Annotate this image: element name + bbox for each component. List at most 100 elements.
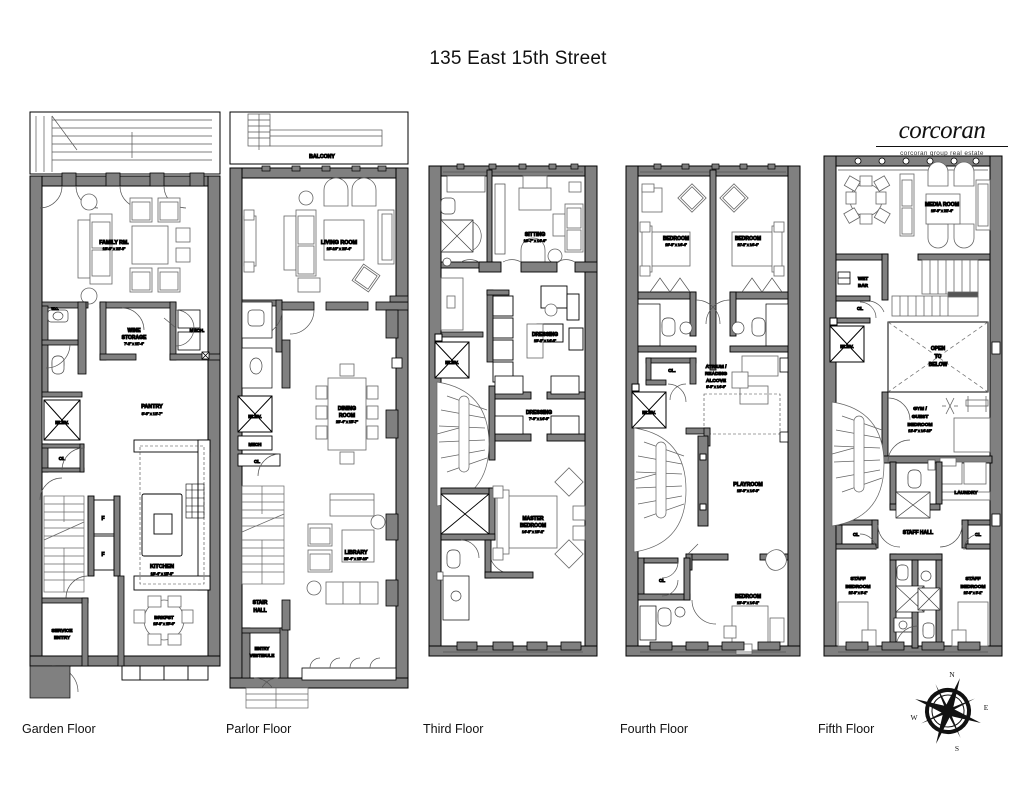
compass-label-north: N — [949, 670, 955, 679]
svg-text:ATRIUM /: ATRIUM / — [706, 364, 728, 370]
svg-text:GUEST: GUEST — [912, 414, 929, 420]
svg-text:VESTIBULE: VESTIBULE — [250, 653, 275, 658]
svg-text:BAR: BAR — [858, 283, 869, 288]
svg-text:22'-4" x 15'-10": 22'-4" x 15'-10" — [344, 557, 369, 561]
svg-text:DINING: DINING — [338, 406, 356, 412]
floor-plan-third[interactable]: SITTING 16'-7" x 14'-6" — [423, 110, 603, 736]
svg-text:ENTRY: ENTRY — [54, 635, 71, 641]
svg-text:7'-6" x 14'-6": 7'-6" x 14'-6" — [529, 417, 550, 421]
svg-text:MECH.: MECH. — [190, 328, 205, 333]
floor-plan-parlor[interactable]: BALCONY — [226, 110, 421, 736]
logo-tagline: corcoran group real estate — [900, 150, 984, 157]
svg-text:23'-4" x 15'-7": 23'-4" x 15'-7" — [336, 420, 359, 424]
svg-text:F: F — [101, 516, 104, 522]
svg-text:CL: CL — [659, 578, 665, 583]
svg-text:16'-9" x 22'-4": 16'-9" x 22'-4" — [931, 209, 954, 213]
svg-text:LIBRARY: LIBRARY — [345, 550, 368, 556]
svg-text:READING: READING — [705, 371, 727, 377]
logo-wordmark: corcoran — [898, 117, 986, 144]
svg-text:BRKFST: BRKFST — [154, 615, 174, 621]
svg-text:13'-0" x 14'-2": 13'-0" x 14'-2" — [737, 601, 760, 605]
svg-text:STAFF: STAFF — [850, 576, 865, 582]
logo-divider — [876, 146, 1008, 147]
floor-caption-garden: Garden Floor — [22, 722, 96, 736]
svg-text:PLAYROOM: PLAYROOM — [733, 482, 763, 488]
svg-text:STAFF: STAFF — [965, 576, 980, 582]
svg-text:BEDROOM: BEDROOM — [960, 584, 985, 590]
svg-text:BEDROOM: BEDROOM — [663, 236, 689, 242]
svg-text:BEDROOM: BEDROOM — [520, 523, 546, 529]
svg-text:ELEV.: ELEV. — [642, 410, 655, 416]
svg-text:MECH: MECH — [249, 442, 262, 447]
floor-plan-garden[interactable]: FAMILY RM. 19'-8" x 22'-9" WINE STORAGE … — [22, 110, 232, 736]
svg-text:10'-2" x 14'-6": 10'-2" x 14'-6" — [534, 339, 557, 343]
compass-rose: N E S W — [905, 668, 991, 754]
floor-caption-third: Third Floor — [423, 722, 484, 736]
svg-text:ELEV.: ELEV. — [840, 344, 853, 350]
svg-text:8'-0" x 14'-0": 8'-0" x 14'-0" — [706, 385, 726, 389]
svg-text:CL: CL — [254, 459, 260, 464]
svg-text:CL: CL — [975, 532, 981, 537]
svg-text:ELEV.: ELEV. — [55, 420, 68, 426]
svg-text:CL: CL — [59, 456, 65, 462]
floor-caption-parlor: Parlor Floor — [226, 722, 292, 736]
svg-text:DRESSING: DRESSING — [526, 410, 552, 416]
svg-text:MASTER: MASTER — [522, 516, 544, 522]
svg-text:14'-8" x 19'-2": 14'-8" x 19'-2" — [522, 530, 545, 534]
compass-label-south: S — [955, 744, 959, 753]
svg-text:16'-7" x 14'-6": 16'-7" x 14'-6" — [524, 239, 547, 243]
svg-text:CL: CL — [853, 532, 859, 537]
svg-text:BALCONY: BALCONY — [309, 154, 335, 160]
svg-text:ELEV.: ELEV. — [248, 414, 261, 420]
svg-text:BEDROOM: BEDROOM — [735, 236, 761, 242]
svg-text:W.C.: W.C. — [51, 307, 58, 311]
svg-text:STORAGE: STORAGE — [122, 335, 147, 341]
svg-text:DRESSING: DRESSING — [532, 332, 558, 338]
svg-text:STAIR: STAIR — [253, 600, 268, 606]
svg-text:BEDROOM: BEDROOM — [845, 584, 870, 590]
svg-text:WET: WET — [858, 276, 868, 281]
svg-text:7'-2" x 11'-4": 7'-2" x 11'-4" — [124, 342, 145, 346]
svg-text:FAMILY RM.: FAMILY RM. — [99, 240, 129, 246]
svg-text:KITCHEN: KITCHEN — [150, 564, 174, 570]
svg-text:BELOW: BELOW — [929, 362, 948, 368]
svg-text:ALCOVE: ALCOVE — [706, 378, 727, 384]
svg-text:16'-10" x 23'-4": 16'-10" x 23'-4" — [327, 247, 352, 251]
svg-text:18'-0" x 14'-0": 18'-0" x 14'-0" — [737, 489, 760, 493]
svg-text:OPEN: OPEN — [931, 346, 946, 352]
svg-text:CL.: CL. — [668, 368, 675, 373]
svg-text:PANTRY: PANTRY — [141, 404, 163, 410]
svg-text:19'-4" x 15'-0": 19'-4" x 15'-0" — [151, 572, 174, 576]
svg-text:SERVICE: SERVICE — [52, 628, 74, 634]
floor-caption-fifth: Fifth Floor — [818, 722, 875, 736]
svg-text:11'-8" x 8'-1": 11'-8" x 8'-1" — [964, 591, 984, 595]
floor-plan-fifth[interactable]: MEDIA ROOM 16'-9" x 22'-4" WET BAR CL EL… — [818, 110, 1008, 736]
floor-caption-fourth: Fourth Floor — [620, 722, 689, 736]
svg-text:LAUNDRY: LAUNDRY — [954, 490, 978, 496]
svg-text:WINE: WINE — [127, 328, 141, 334]
svg-text:CL: CL — [857, 306, 863, 311]
svg-text:BEDROOM: BEDROOM — [735, 594, 761, 600]
svg-text:GYM /: GYM / — [913, 406, 927, 412]
svg-text:ENTRY: ENTRY — [255, 646, 270, 651]
svg-text:12'-6" x 14'-10": 12'-6" x 14'-10" — [908, 429, 932, 433]
svg-text:11'-8" x 8'-1": 11'-8" x 8'-1" — [849, 591, 869, 595]
svg-text:F: F — [101, 552, 104, 558]
svg-text:HALL: HALL — [253, 608, 266, 614]
page-title: 135 East 15th Street — [429, 48, 607, 69]
svg-text:LIVING ROOM: LIVING ROOM — [321, 240, 358, 246]
svg-text:ELEV.: ELEV. — [445, 360, 458, 366]
compass-label-west: W — [910, 713, 918, 722]
compass-label-east: E — [984, 703, 989, 712]
svg-text:19'-8" x 22'-9": 19'-8" x 22'-9" — [103, 247, 126, 251]
svg-text:ROOM: ROOM — [339, 413, 355, 419]
svg-text:TO: TO — [935, 354, 942, 360]
svg-text:BEDROOM: BEDROOM — [907, 422, 932, 428]
svg-text:MEDIA ROOM: MEDIA ROOM — [925, 202, 959, 208]
svg-text:13'-8" x 15'-0": 13'-8" x 15'-0" — [153, 622, 175, 626]
corcoran-logo: corcoran corcoran group real estate — [872, 118, 1012, 157]
svg-text:STAFF HALL: STAFF HALL — [903, 530, 933, 536]
svg-text:11'-2" x 14'-4": 11'-2" x 14'-4" — [737, 243, 759, 247]
svg-text:10'-8" x 14'-4": 10'-8" x 14'-4" — [665, 243, 687, 247]
floor-plan-fourth[interactable]: BEDROOM 10'-8" x 14'-4" BEDROOM 11'-2" x… — [620, 110, 806, 736]
